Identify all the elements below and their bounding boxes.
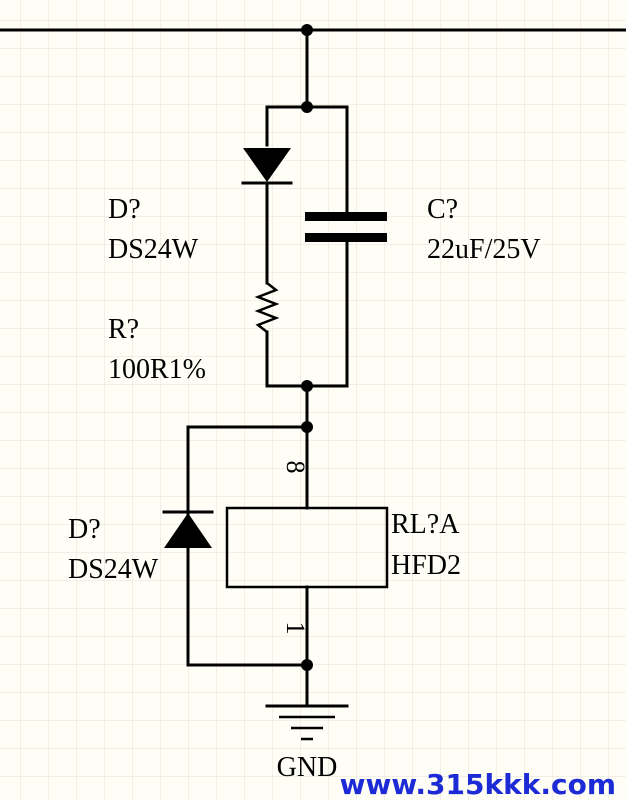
diode-bottom-designator: D? xyxy=(68,514,101,545)
relay-pin-top: 8 xyxy=(281,461,310,474)
resistor-value: 100R1% xyxy=(108,354,206,385)
watermark-text: www.315kkk.com xyxy=(340,768,616,800)
junction-top xyxy=(301,24,313,36)
resistor-designator: R? xyxy=(108,314,139,345)
resistor-symbol xyxy=(254,282,280,333)
ground-label: GND xyxy=(277,752,338,783)
diode-bottom-value: DS24W xyxy=(68,554,159,585)
diode-top-value: DS24W xyxy=(108,234,199,265)
relay-value: HFD2 xyxy=(391,550,461,581)
branch-top-wire xyxy=(265,105,349,214)
ground-symbol xyxy=(265,704,349,741)
diode-top-designator: D? xyxy=(108,194,141,225)
capacitor-symbol xyxy=(305,212,387,242)
capacitor-value: 22uF/25V xyxy=(427,234,541,265)
relay-designator: RL?A xyxy=(391,509,460,540)
junction-relay-bottom xyxy=(301,659,313,671)
capacitor-designator: C? xyxy=(427,194,458,225)
diode-bottom-symbol xyxy=(162,510,214,548)
relay-pin-bottom: 1 xyxy=(281,622,310,635)
